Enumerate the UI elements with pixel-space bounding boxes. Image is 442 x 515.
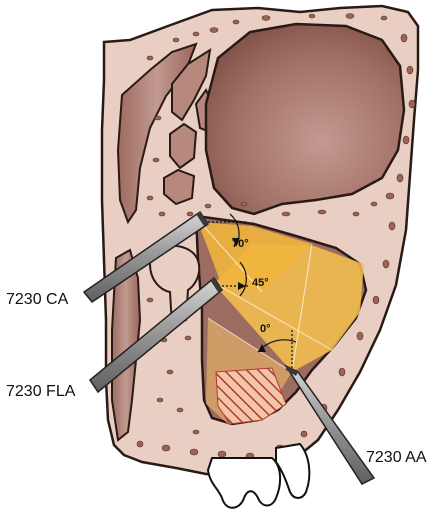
label-7230-ca: 7230 CA bbox=[6, 291, 69, 308]
angle-label-70: 70° bbox=[232, 238, 249, 250]
label-7230-fla: 7230 FLA bbox=[6, 383, 76, 400]
molar-tooth bbox=[208, 458, 280, 508]
premolar-tooth bbox=[276, 444, 309, 498]
angle-label-45: 45° bbox=[252, 277, 269, 289]
angle-label-0: 0° bbox=[260, 323, 271, 335]
label-7230-aa: 7230 AA bbox=[366, 449, 427, 466]
